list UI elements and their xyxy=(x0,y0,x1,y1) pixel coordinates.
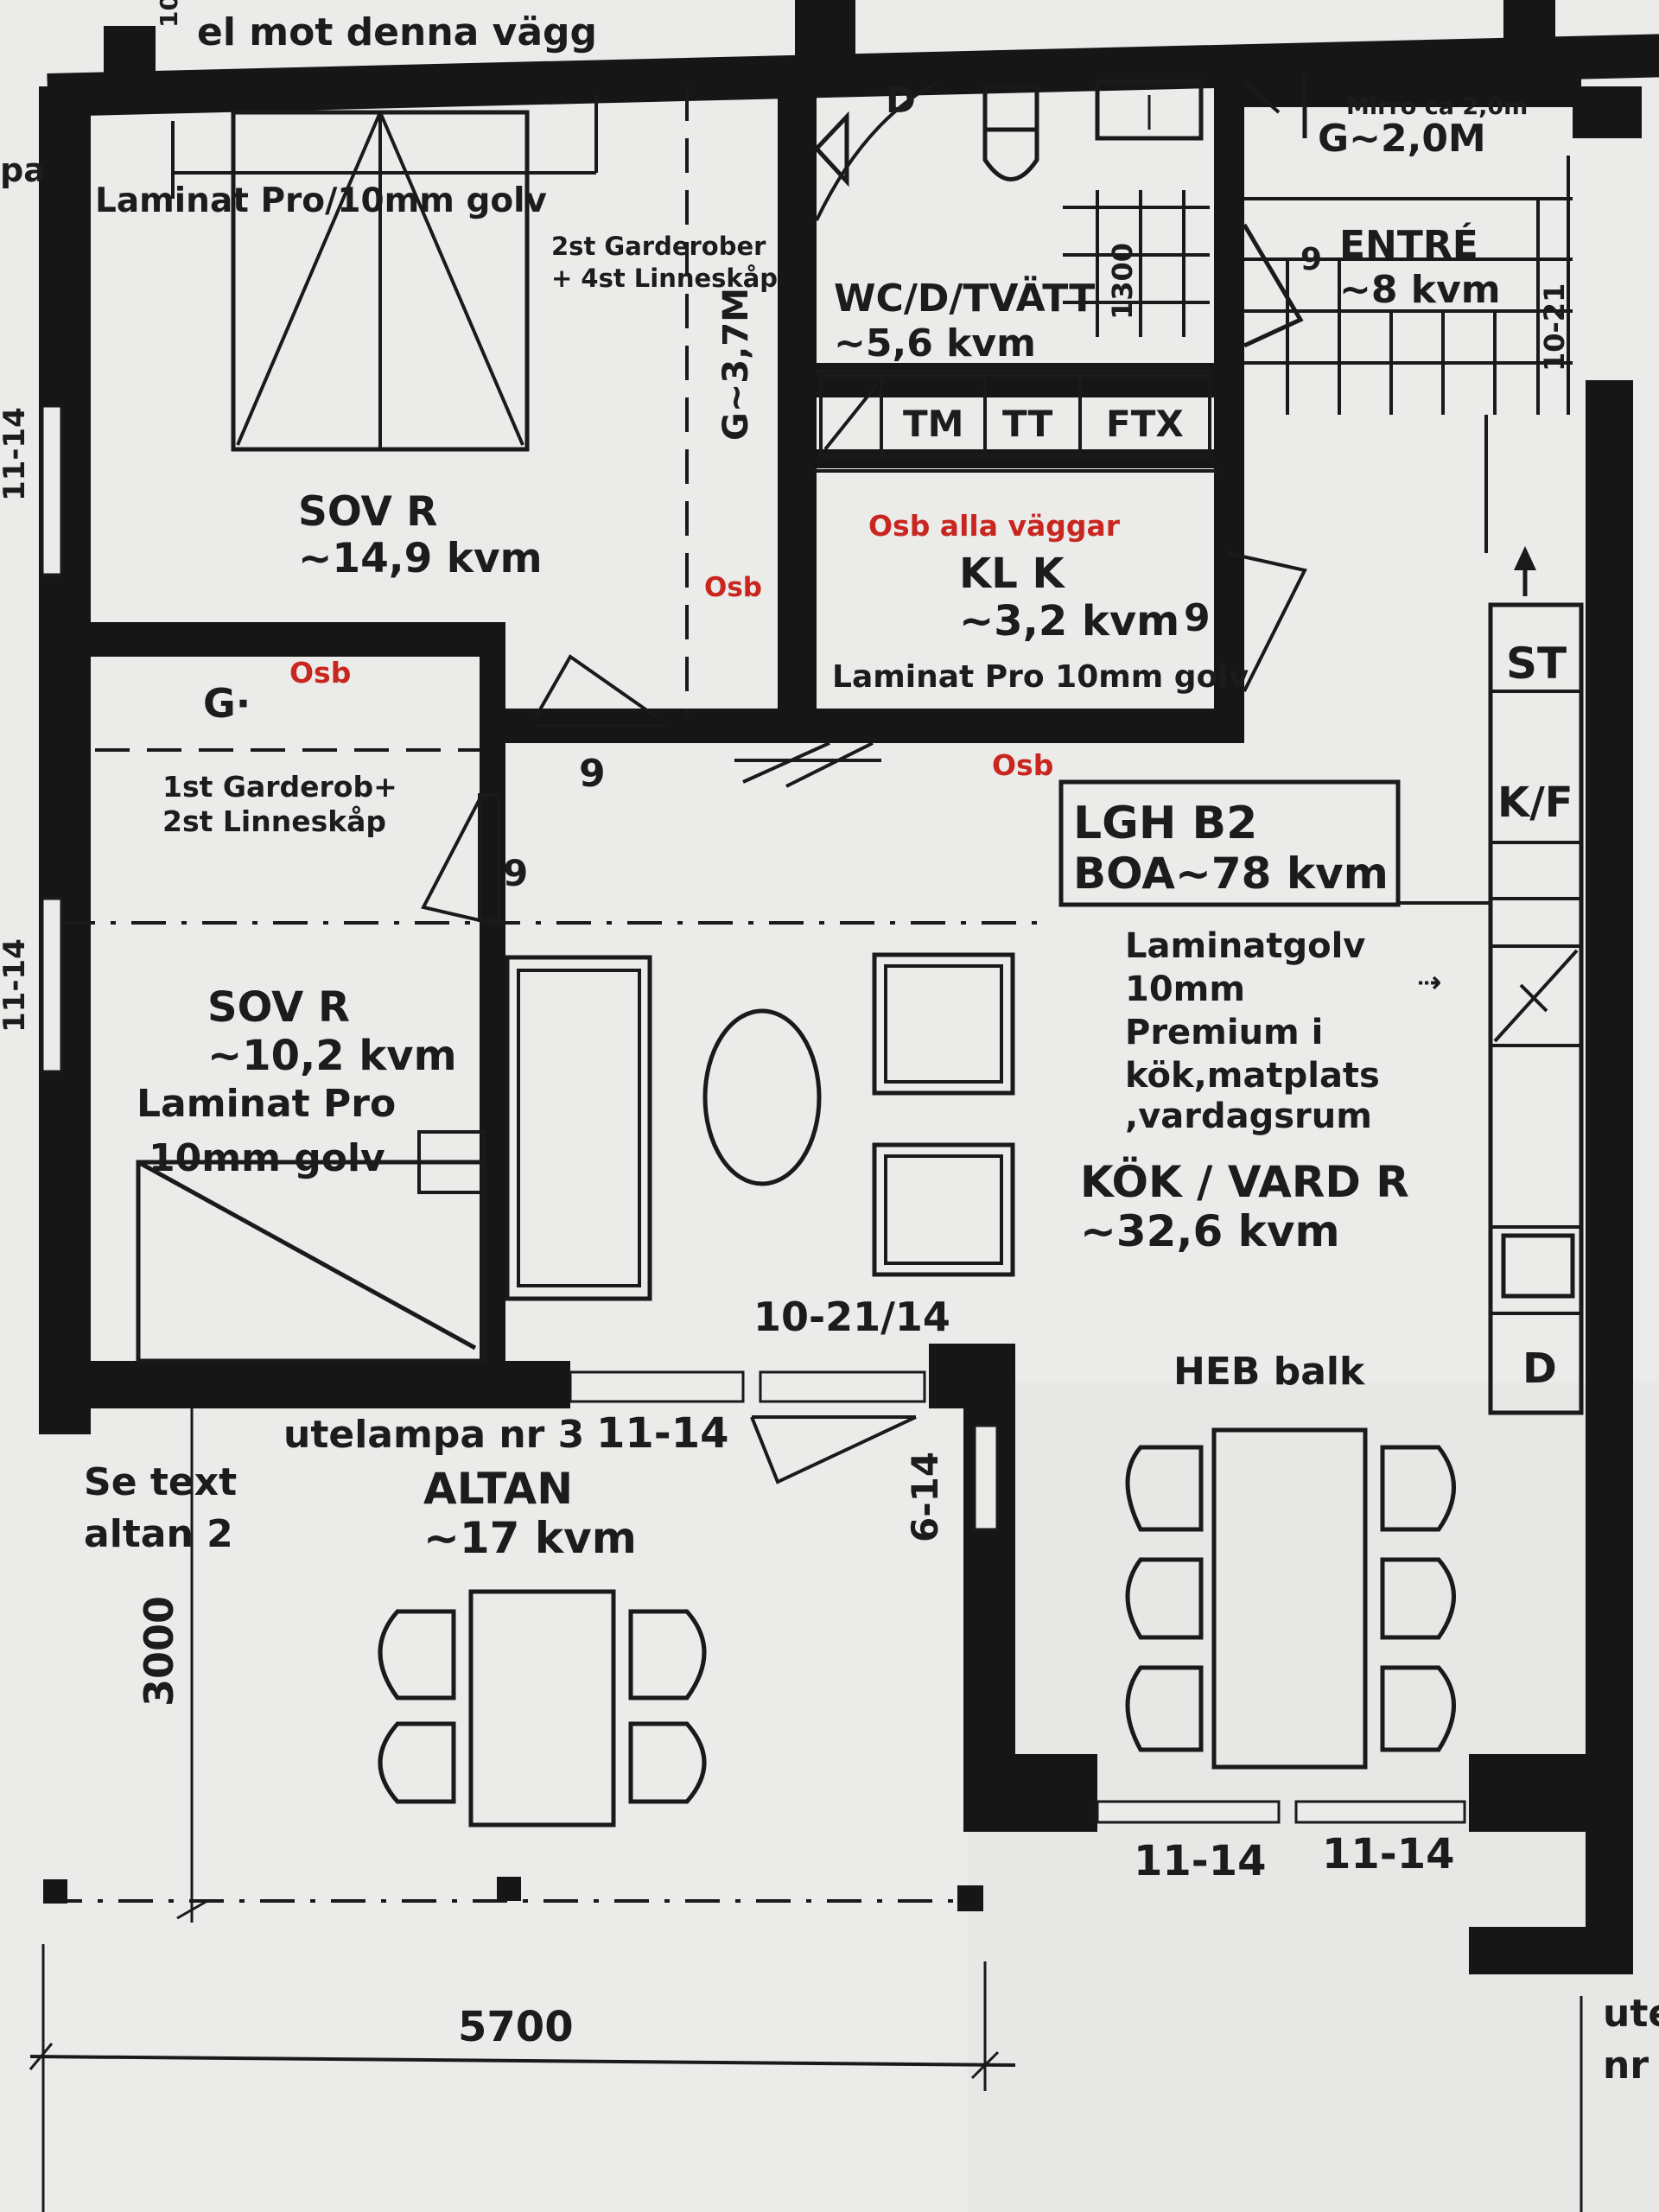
bathroom-dimension: 1300 xyxy=(1106,243,1139,320)
bedroom-1-floor-label: Laminat Pro/10mm golv xyxy=(95,181,547,220)
kitchen-unit-d: D xyxy=(1522,1344,1557,1393)
dining-window-code-2: 11-14 xyxy=(1322,1830,1455,1878)
entrance-area: ~8 kvm xyxy=(1339,268,1501,312)
balcony-window-code: 11-14 xyxy=(596,1409,729,1458)
beam-label: HEB balk xyxy=(1173,1350,1366,1394)
living-floor-line-1: Laminatgolv xyxy=(1125,926,1365,966)
living-floor-line-5: ,vardagsrum xyxy=(1125,1096,1372,1136)
living-room-area: ~32,6 kvm xyxy=(1080,1206,1340,1256)
bedroom-1-closets-line-1: 2st Garderober xyxy=(551,232,766,261)
bathroom-unit-ftx: FTX xyxy=(1106,403,1184,445)
living-floor-line-4: kök,matplats xyxy=(1125,1056,1380,1096)
entrance-ceiling-height: G~2,0M xyxy=(1318,117,1486,161)
right-edge-text-2: nr xyxy=(1603,2044,1649,2088)
windows xyxy=(41,404,1466,1824)
kitchen-unit-st: ST xyxy=(1506,639,1567,689)
balcony-dimension-width: 5700 xyxy=(458,2003,574,2051)
hall-closets-line-2: 2st Linneskåp xyxy=(162,804,386,838)
walls xyxy=(39,0,1659,1974)
living-room-name: KÖK / VARD R xyxy=(1080,1156,1409,1207)
bedroom-1-osb-note: Osb xyxy=(704,572,762,603)
balcony-see-text-line-2: altan 2 xyxy=(84,1512,233,1556)
hall-g-label: G· xyxy=(203,680,251,727)
living-room-furniture xyxy=(505,952,1015,1484)
entrance-mirror-note: Mirro ca 2,0m xyxy=(1346,93,1528,120)
bedroom-1-ceiling-height: G~3,7M xyxy=(716,288,756,441)
balcony-furniture xyxy=(29,1408,1583,2212)
living-floor-line-2: 10mm xyxy=(1125,969,1245,1009)
closet-name: KL K xyxy=(959,550,1065,598)
bedroom-2-floor-line-1: Laminat Pro xyxy=(137,1082,396,1126)
balcony-area: ~17 kvm xyxy=(423,1513,637,1563)
apartment-label-box xyxy=(1058,779,1401,907)
closet-area: ~3,2 kvm xyxy=(959,597,1179,645)
hall-closets-line-1: 1st Garderob+ xyxy=(162,770,397,804)
closet-osb-note: Osb alla väggar xyxy=(868,509,1121,543)
hall-wardrobe-lines xyxy=(60,724,1046,925)
balcony-name: ALTAN xyxy=(423,1464,573,1514)
apartment-name: LGH B2 xyxy=(1073,798,1257,849)
bedroom-2-area: ~10,2 kvm xyxy=(207,1032,457,1080)
entrance-door-number: 9 xyxy=(1300,242,1322,277)
apartment-boa: BOA~78 kvm xyxy=(1073,849,1389,899)
bedroom-1-furniture xyxy=(171,86,689,719)
dining-window-code-1: 11-14 xyxy=(1134,1837,1267,1885)
bathroom-name: WC/D/TVÄTT xyxy=(834,275,1095,321)
kitchen-unit-kf: K/F xyxy=(1497,779,1573,827)
bathroom-unit-tm: TM xyxy=(903,403,963,445)
balcony-see-text-line-1: Se text xyxy=(84,1460,237,1504)
bathroom-door-label: D xyxy=(886,79,916,121)
bathroom-fixtures xyxy=(813,79,1214,457)
hall-door-number: 9 xyxy=(579,752,606,796)
bathroom-unit-tt: TT xyxy=(1002,403,1053,445)
entrance-lines xyxy=(1242,73,1573,415)
living-window-code: 10-21/14 xyxy=(753,1294,950,1340)
closet-lines xyxy=(812,415,1488,692)
bedroom-2-name: SOV R xyxy=(207,983,350,1032)
bedroom-1-name: SOV R xyxy=(298,488,437,536)
bedroom-1-closets-line-2: + 4st Linneskåp xyxy=(551,264,778,293)
left-window-code-1: 11-14 xyxy=(0,407,32,501)
bedroom-1-area: ~14,9 kvm xyxy=(298,535,543,582)
bathroom-area: ~5,6 kvm xyxy=(834,321,1036,365)
kitchen-counter xyxy=(1488,546,1584,1415)
right-edge-text-1: ute xyxy=(1603,1992,1659,2036)
closet-floor-label: Laminat Pro 10mm golv xyxy=(832,659,1249,695)
hall-osb-note-2: Osb xyxy=(992,748,1053,782)
bedroom-2-furniture xyxy=(136,1130,486,1363)
living-floor-line-3: Premium i xyxy=(1125,1013,1323,1052)
entrance-door-code: 10-21 xyxy=(1538,283,1571,372)
hall-osb-note: Osb xyxy=(289,656,351,690)
top-edge-number: 10 xyxy=(155,0,183,28)
bedroom-2-floor-line-2: 10mm golv xyxy=(149,1136,385,1180)
dining-furniture xyxy=(1125,1427,1456,1770)
balcony-door-code: 6-14 xyxy=(904,1452,946,1542)
hall-door-number-left: 9 xyxy=(503,852,528,894)
balcony-dimension-vertical: 3000 xyxy=(136,1596,182,1707)
arrow-marker: ⇢ xyxy=(1417,965,1442,1000)
top-wall-note: el mot denna vägg xyxy=(197,10,597,54)
balcony-lamp-note: utelampa nr 3 xyxy=(283,1413,584,1457)
left-edge-text: pa xyxy=(0,151,46,189)
left-window-code-2: 11-14 xyxy=(0,938,32,1033)
closet-door-number: 9 xyxy=(1184,596,1211,640)
entrance-name: ENTRÉ xyxy=(1339,221,1478,267)
